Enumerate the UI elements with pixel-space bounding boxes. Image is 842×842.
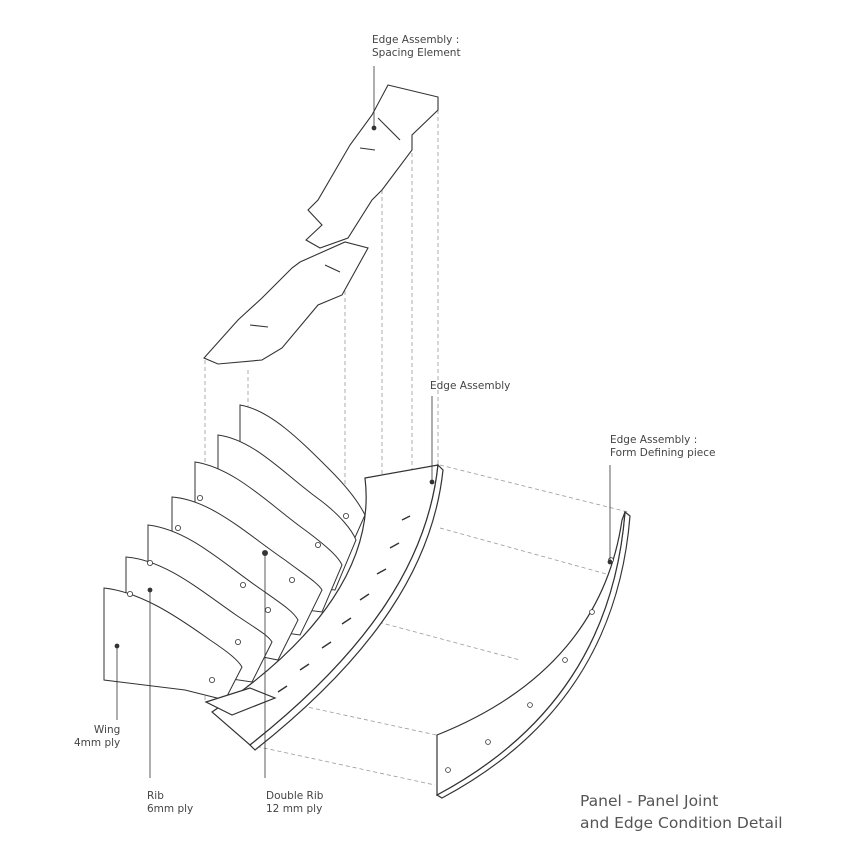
- form-defining-label: Edge Assembly : Form Defining piece: [610, 434, 715, 460]
- drawing-title: Panel - Panel Joint and Edge Condition D…: [580, 790, 783, 834]
- wing-label-line2: 4mm ply: [74, 737, 121, 749]
- wing-label-line1: Wing: [93, 724, 121, 736]
- edge-assembly-label: Edge Assembly: [430, 380, 510, 393]
- double-rib-label: Double Rib 12 mm ply: [266, 790, 323, 816]
- form-defining-label-line2: Form Defining piece: [610, 447, 716, 459]
- double-rib-label-line1: Double Rib: [266, 790, 324, 802]
- spacing-element-label: Edge Assembly : Spacing Element: [372, 34, 461, 60]
- rib-label: Rib 6mm ply: [147, 790, 193, 816]
- edge-assembly-slots: [277, 515, 411, 693]
- spacing-element-label-line1: Edge Assembly :: [372, 34, 460, 46]
- spacing-element-label-line2: Spacing Element: [372, 47, 461, 59]
- double-rib-label-line2: 12 mm ply: [266, 803, 323, 815]
- spacing-element-lower: [203, 241, 369, 365]
- rib-label-line1: Rib: [147, 790, 164, 802]
- drawing-title-line1: Panel - Panel Joint: [580, 792, 719, 810]
- wing-label: Wing 4mm ply: [74, 724, 120, 750]
- rib-label-line2: 6mm ply: [147, 803, 194, 815]
- rib-layers: [103, 404, 366, 701]
- edge-assembly-label-line1: Edge Assembly: [430, 380, 511, 392]
- drawing-title-line2: and Edge Condition Detail: [580, 814, 783, 832]
- leader-lines: [114, 66, 613, 778]
- spacing-element-upper: [305, 84, 439, 249]
- form-defining-piece: [435, 510, 631, 799]
- fixing-holes: [127, 494, 349, 684]
- form-defining-label-line1: Edge Assembly :: [610, 434, 698, 446]
- edge-assembly: [204, 463, 444, 751]
